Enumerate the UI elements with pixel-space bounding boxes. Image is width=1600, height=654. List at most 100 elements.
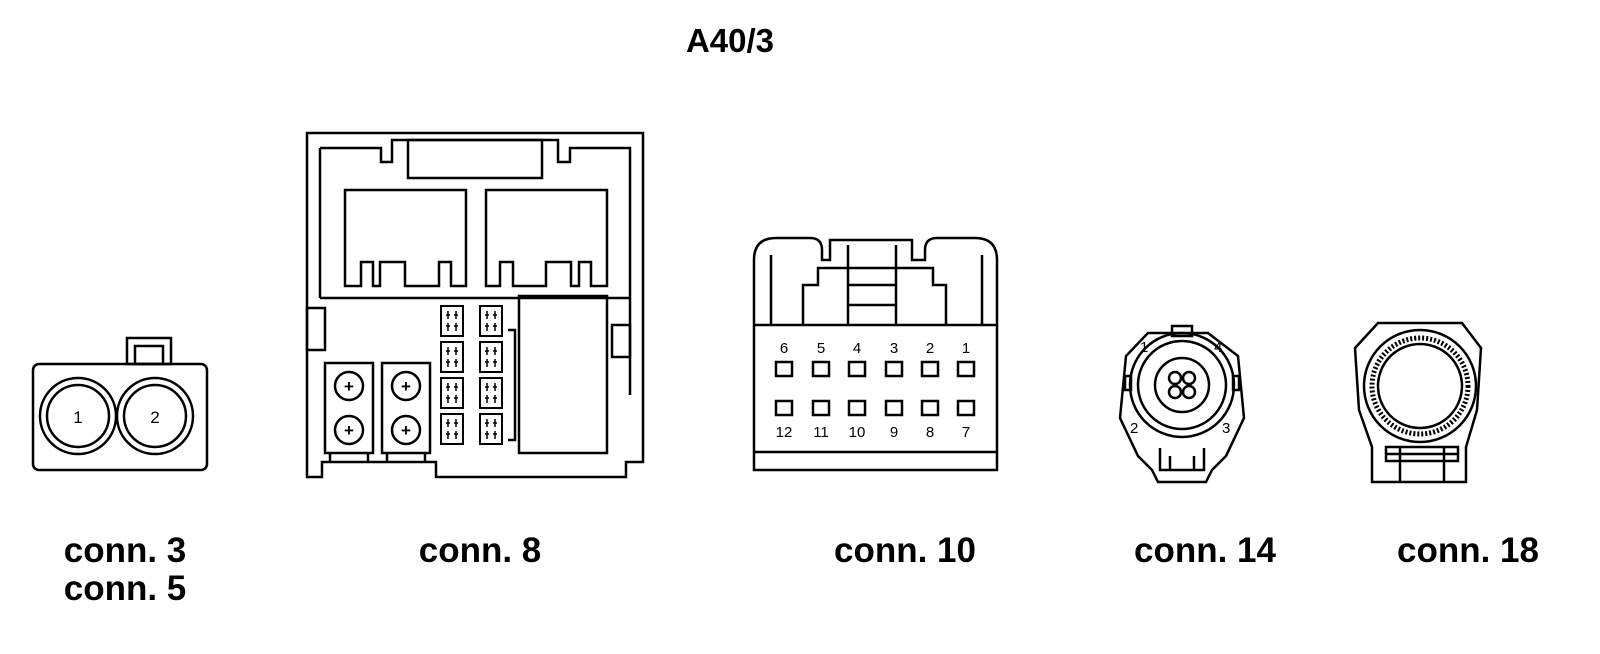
conn8-signal-pin-contacts — [485, 347, 497, 367]
conn8-signal-pin — [440, 341, 464, 373]
conn14-pin-3 — [1181, 384, 1197, 400]
conn3-housing — [31, 362, 209, 472]
diagram-title: A40/3 — [685, 22, 775, 59]
conn10-pin-label: 2 — [926, 340, 934, 357]
conn10-pin-label: 4 — [853, 340, 861, 357]
connector-3-5: 1 2 — [31, 336, 209, 472]
conn14-pin-4 — [1181, 370, 1197, 386]
connector-14: 1 4 2 3 — [1118, 324, 1246, 484]
conn10-pin — [847, 360, 867, 378]
conn14-pin-label: 3 — [1222, 420, 1230, 437]
conn8-housing — [305, 131, 645, 479]
conn18-latch-detail — [1386, 447, 1458, 482]
conn10-pin-label: 9 — [890, 424, 898, 441]
conn18-ring-outer — [1362, 328, 1478, 444]
conn8-signal-pin — [479, 341, 503, 373]
conn8-signal-pins — [440, 305, 503, 445]
conn10-pin-label: 5 — [817, 340, 825, 357]
conn10-latch-detail — [846, 245, 898, 325]
conn8-power-feet — [328, 453, 427, 462]
conn10-pin — [847, 399, 867, 417]
connector-8: ++++ — [305, 131, 645, 479]
conn3-latch-inner — [133, 344, 165, 366]
conn14-pin-1 — [1167, 370, 1183, 386]
conn8-power-pins: ++++ — [333, 370, 422, 446]
conn8-signal-pin-contacts — [485, 383, 497, 403]
conn8-power-pin — [390, 370, 422, 402]
conn-18-label: conn. 18 — [1397, 531, 1539, 570]
conn10-pin — [774, 360, 794, 378]
conn8-side-tab-right — [610, 323, 632, 359]
conn3-pin-1 — [45, 383, 111, 449]
conn8-signal-pin — [440, 305, 464, 337]
conn14-ring-inner — [1153, 356, 1211, 414]
conn14-pin-label: 1 — [1140, 339, 1148, 356]
conn10-pin-label: 7 — [962, 424, 970, 441]
conn14-housing — [1118, 331, 1246, 484]
conn10-pin — [956, 399, 976, 417]
conn10-pin — [884, 399, 904, 417]
conn8-signal-pin — [440, 413, 464, 445]
conn18-housing — [1353, 321, 1483, 484]
conn8-top-notch — [406, 138, 544, 180]
conn8-signal-pin-contacts — [446, 347, 458, 367]
conn10-pin-label: 10 — [849, 424, 866, 441]
conn14-side-key-left — [1123, 374, 1133, 392]
conn8-power-pin — [333, 414, 365, 446]
conn8-signal-pin — [479, 377, 503, 409]
conn14-pin-label: 4 — [1214, 339, 1222, 356]
conn8-power-pin — [390, 414, 422, 446]
conn14-latch — [1158, 448, 1206, 472]
conn10-pin — [920, 399, 940, 417]
conn14-side-key-right — [1231, 374, 1241, 392]
conn8-power-block-right — [380, 361, 432, 455]
connector-18 — [1353, 321, 1483, 484]
conn8-cavity-left — [343, 188, 468, 288]
conn8-power-pin-label: + — [344, 377, 354, 396]
conn-14-label: conn. 14 — [1134, 531, 1276, 570]
conn14-pin-label: 2 — [1130, 420, 1138, 437]
conn8-power-pin — [333, 370, 365, 402]
conn14-key — [1170, 324, 1194, 338]
conn3-latch — [125, 336, 173, 366]
conn8-signal-pin-contacts — [446, 383, 458, 403]
conn-10-label: conn. 10 — [834, 531, 976, 570]
conn10-housing — [752, 236, 999, 472]
conn-8-label: conn. 8 — [418, 531, 542, 570]
conn10-pin-label: 1 — [962, 340, 970, 357]
conn3-pin-label: 1 — [73, 408, 82, 427]
conn8-power-block-left — [323, 361, 375, 455]
conn10-pin — [920, 360, 940, 378]
conn10-pin-label: 12 — [776, 424, 793, 441]
conn-3-label: conn. 3 — [63, 531, 187, 570]
conn8-power-pin-label: + — [401, 377, 411, 396]
conn10-inner-sides — [769, 255, 984, 325]
conn3-pin-2 — [122, 383, 188, 449]
conn8-inner-top — [320, 138, 632, 395]
conn10-pin — [811, 399, 831, 417]
conn8-power-pin-label: + — [344, 421, 354, 440]
conn8-bracket — [508, 328, 517, 442]
conn10-pin — [811, 360, 831, 378]
conn8-signal-pin-contacts — [485, 311, 497, 331]
conn8-side-tab-left — [305, 306, 327, 352]
conn8-cavity-right — [484, 188, 609, 288]
conn8-signal-pin — [440, 377, 464, 409]
conn10-pin — [884, 360, 904, 378]
conn10-pin-label: 11 — [813, 424, 829, 441]
conn8-signal-pin — [479, 305, 503, 337]
conn10-pin-label: 8 — [926, 424, 934, 441]
conn8-right-block — [517, 294, 609, 455]
conn8-signal-pin-contacts — [446, 311, 458, 331]
conn18-ring-knurl — [1369, 335, 1471, 437]
conn10-pin — [956, 360, 976, 378]
conn10-pin-label: 6 — [780, 340, 788, 357]
conn10-latch — [801, 266, 948, 325]
conn3-pin-label: 2 — [150, 408, 159, 427]
conn14-pin-2 — [1167, 384, 1183, 400]
conn18-ring-inner — [1376, 342, 1464, 430]
conn8-signal-pin — [479, 413, 503, 445]
conn8-signal-pin-contacts — [485, 419, 497, 439]
